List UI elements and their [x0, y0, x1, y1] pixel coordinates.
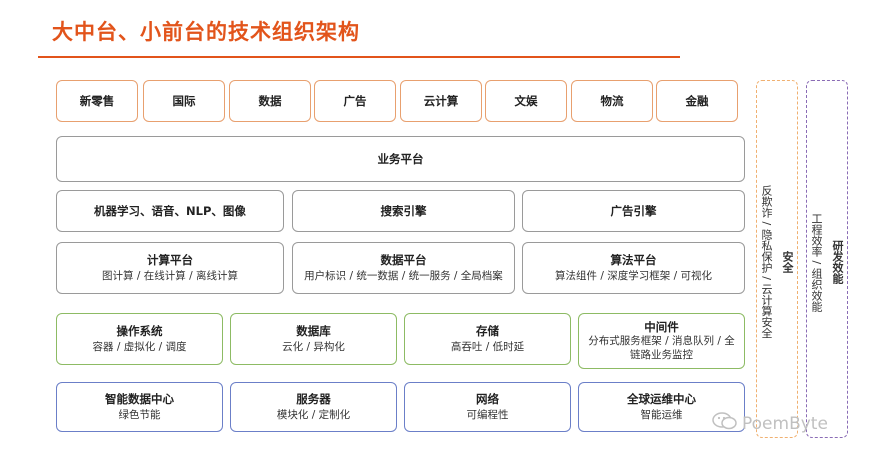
infra-middleware: 中间件 分布式服务框架 / 消息队列 / 全链路业务监控 — [578, 313, 745, 369]
business-unit-data: 数据 — [229, 80, 311, 122]
page-title: 大中台、小前台的技术组织架构 — [52, 20, 360, 44]
business-unit-entertainment: 文娱 — [485, 80, 567, 122]
title-underline — [38, 56, 680, 58]
infra-ops-center: 全球运维中心 智能运维 — [578, 382, 745, 432]
business-unit-ads: 广告 — [314, 80, 396, 122]
infra-server: 服务器 模块化 / 定制化 — [230, 382, 397, 432]
platform-data: 数据平台 用户标识 / 统一数据 / 统一服务 / 全局档案 — [292, 242, 515, 294]
business-unit-international: 国际 — [143, 80, 225, 122]
engine-ads: 广告引擎 — [522, 190, 745, 232]
infra-os: 操作系统 容器 / 虚拟化 / 调度 — [56, 313, 223, 365]
business-unit-new-retail: 新零售 — [56, 80, 138, 122]
side-security: 安全 反欺诈 / 隐私保护 / 云计算安全 — [756, 80, 798, 438]
business-unit-finance: 金融 — [656, 80, 738, 122]
business-unit-logistics: 物流 — [571, 80, 653, 122]
platform-compute: 计算平台 图计算 / 在线计算 / 离线计算 — [56, 242, 284, 294]
watermark: PoemByte — [712, 411, 828, 436]
engine-search: 搜索引擎 — [292, 190, 515, 232]
watermark-text: PoemByte — [742, 413, 828, 434]
business-unit-cloud: 云计算 — [400, 80, 482, 122]
business-platform: 业务平台 — [56, 136, 745, 182]
infra-datacenter: 智能数据中心 绿色节能 — [56, 382, 223, 432]
side-rnd-efficiency: 研发效能 工程效率 / 组织效能 — [806, 80, 848, 438]
infra-network: 网络 可编程性 — [404, 382, 571, 432]
wechat-icon — [712, 411, 738, 436]
infra-database: 数据库 云化 / 异构化 — [230, 313, 397, 365]
engine-ml: 机器学习、语音、NLP、图像 — [56, 190, 284, 232]
platform-algorithm: 算法平台 算法组件 / 深度学习框架 / 可视化 — [522, 242, 745, 294]
infra-storage: 存储 高吞吐 / 低时延 — [404, 313, 571, 365]
